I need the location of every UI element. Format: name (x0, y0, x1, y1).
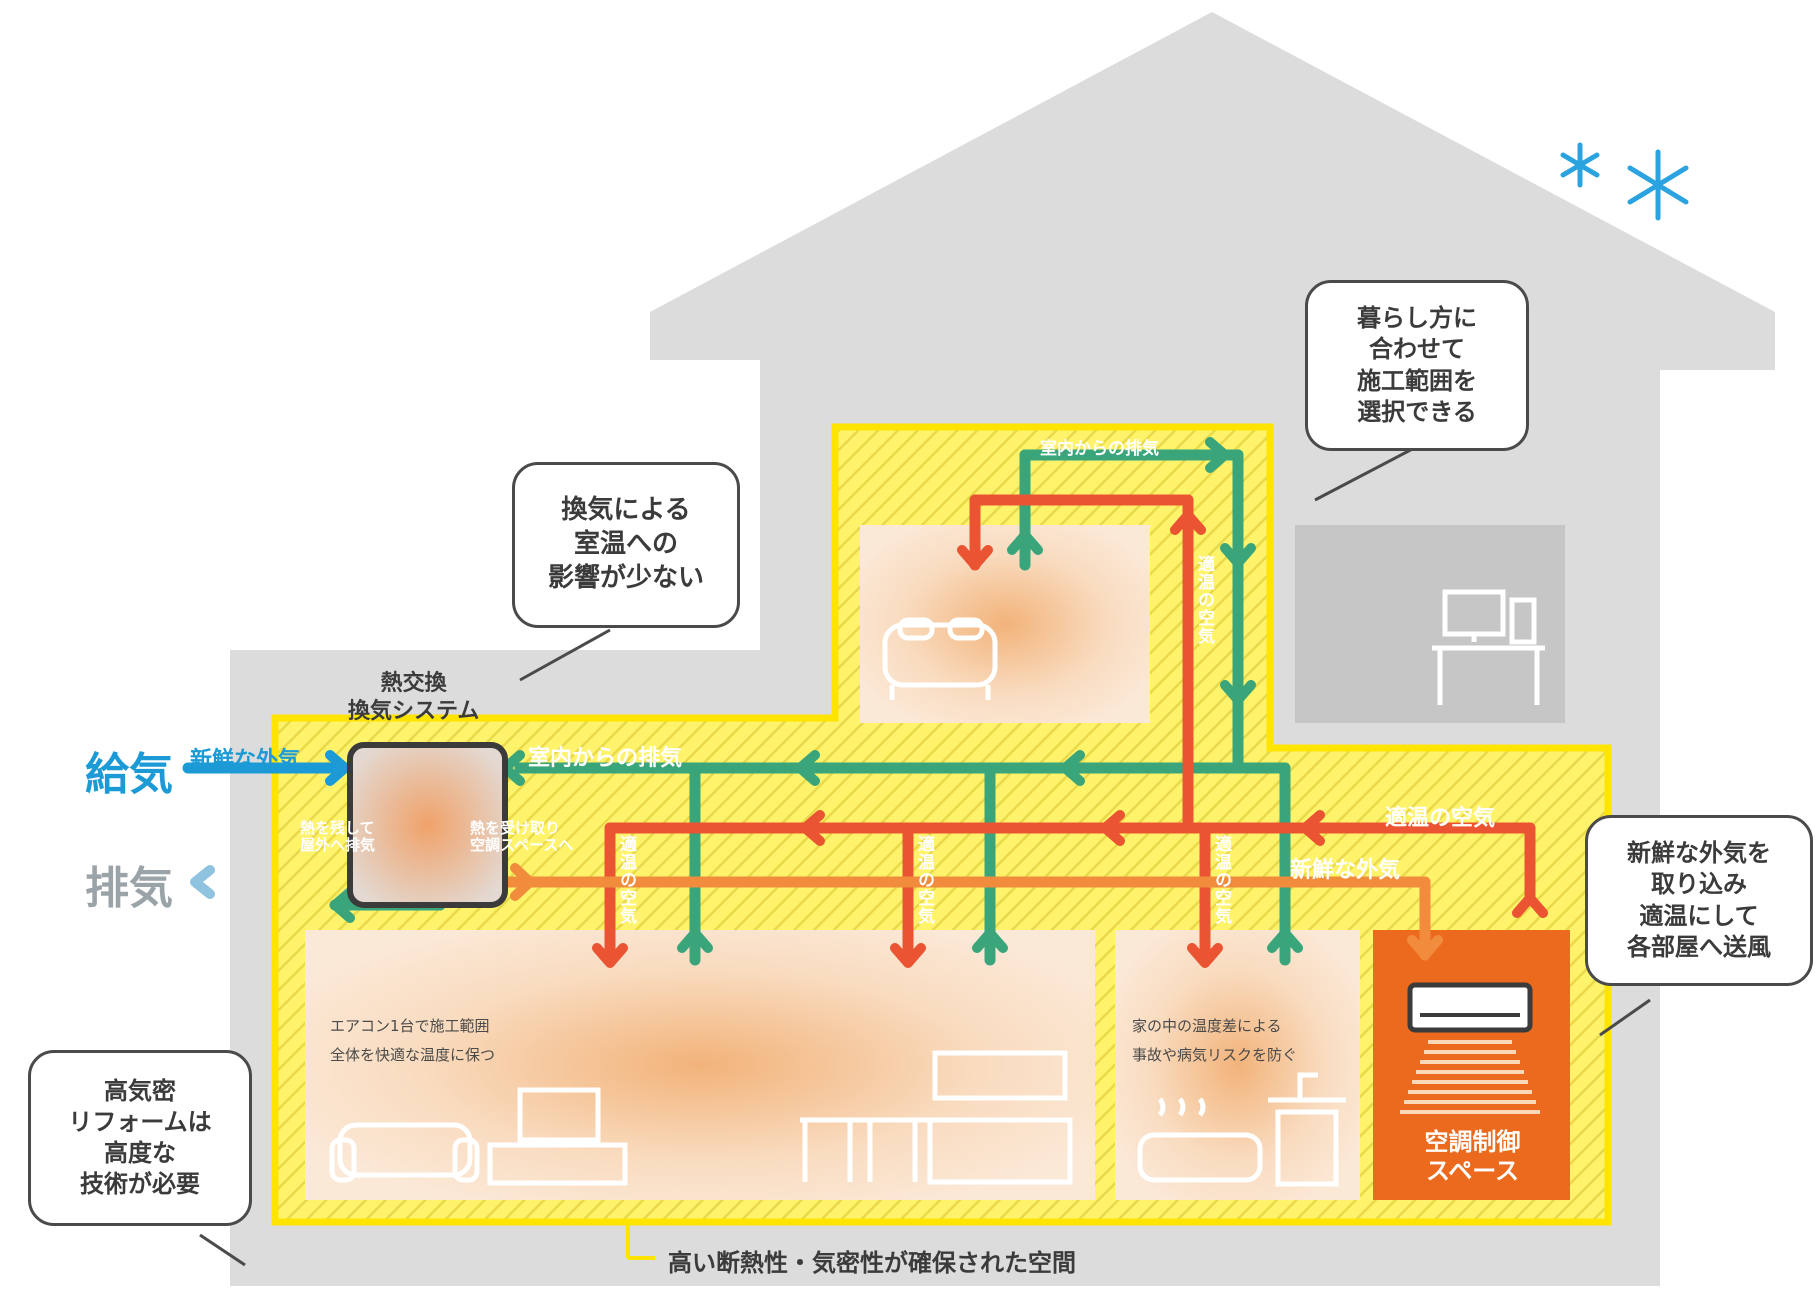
ventilation-bubble: 換気による 室温への 影響が少ない (512, 462, 740, 628)
room-exhaust-top-label: 室内からの排気 (1040, 439, 1159, 459)
sofa-icon (329, 1122, 480, 1183)
scope-bubble: 暮らし方に 合わせて 施工範囲を 選択できる (1305, 280, 1529, 451)
suitable-air-v1: 適温の空気 (616, 835, 636, 925)
flow-arrows (190, 437, 1548, 968)
supply-label: 給気 (85, 749, 173, 800)
living-note: エアコン1台で施工範囲 全体を快適な温度に保つ (330, 1017, 496, 1064)
fresh-air-right-label: 新鮮な外気 (1290, 858, 1401, 883)
study-room (1295, 525, 1565, 723)
heat-keep-label: 熱を残して 屋外へ排気 (300, 819, 376, 854)
heat-receive-label: 熱を受け取り 空調スペースへ (470, 819, 574, 854)
sink-icon (1268, 1072, 1346, 1187)
suitable-air-v4: 適温の空気 (1194, 555, 1214, 645)
suitable-air-right-label: 適温の空気 (1385, 806, 1496, 831)
fresh-air-bubble: 新鮮な外気を 取り込み 適温にして 各部屋へ送風 (1585, 815, 1813, 986)
fresh-air-left-label: 新鮮な外気 (190, 748, 301, 773)
bottom-caption: 高い断熱性・気密性が確保された空間 (668, 1249, 1076, 1277)
exhaust-label: 排気 (85, 863, 173, 914)
ac-space-label: 空調制御 スペース (1424, 1128, 1521, 1185)
hrv-title: 熱交換 換気システム (348, 671, 480, 724)
bath-room (1115, 930, 1360, 1200)
from-room-exhaust-label: 室内からの排気 (528, 746, 683, 771)
ac-space-room (1373, 930, 1570, 1200)
desk-pc-icon (1432, 589, 1545, 705)
bed-icon (882, 617, 998, 700)
airtight-bubble: 高気密 リフォームは 高度な 技術が必要 (28, 1050, 252, 1226)
suitable-air-v2: 適温の空気 (914, 835, 934, 925)
bath-note: 家の中の温度差による 事故や病気リスクを防ぐ (1132, 1017, 1298, 1064)
hrv-unit (347, 742, 508, 908)
living-room (305, 930, 1095, 1200)
bath-icon (1137, 1097, 1263, 1183)
snowflake-icon (1560, 142, 1689, 221)
warm-air-ducts (604, 494, 1536, 966)
kitchen-icon (800, 1050, 1073, 1185)
suitable-air-v3: 適温の空気 (1211, 835, 1231, 925)
tv-icon (487, 1087, 628, 1186)
air-conditioner-icon (1400, 982, 1540, 1114)
